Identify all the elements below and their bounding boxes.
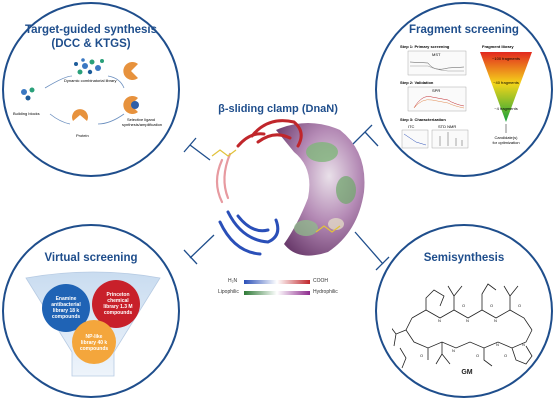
protein-ribbon-pink xyxy=(215,152,232,204)
tgs-library-label: Dynamic combinatorial library xyxy=(64,78,116,83)
vs-np-2: library 40 k xyxy=(81,340,108,346)
fs-illustration: Step 1: Primary screening MST Step 2: Va… xyxy=(400,44,532,149)
vs-princeton-4: compounds xyxy=(104,310,133,316)
protein-ribbon-red xyxy=(236,119,303,148)
fs-step2: Step 2: Validation xyxy=(400,80,434,85)
vs-np-3: compounds xyxy=(80,346,109,352)
vs-enamine-3: library 18 k xyxy=(53,308,80,314)
center-title: β-sliding clamp (DnaN) xyxy=(218,103,338,115)
legend-c-term: COOH xyxy=(313,278,328,284)
vs-np-1: NP-like xyxy=(86,334,103,340)
tgs-selective-label-1: Selective ligand xyxy=(127,117,155,122)
svg-text:O: O xyxy=(490,303,493,308)
fs-few-hits: ~4 fragments xyxy=(494,106,517,111)
protein-pacman-icon xyxy=(72,109,88,121)
svg-text:O: O xyxy=(462,303,465,308)
fs-candidates-2: for optimization xyxy=(492,140,519,145)
vs-enamine-1: Enamine xyxy=(56,296,77,302)
fs-step1: Step 1: Primary screening xyxy=(400,44,450,49)
svg-text:O: O xyxy=(518,303,521,308)
svg-text:N: N xyxy=(466,318,469,323)
gm-label: GM xyxy=(461,369,472,376)
tgs-selective-label-2: synthesis/amplification xyxy=(122,122,162,127)
building-blocks-icon xyxy=(21,87,35,101)
svg-text:N: N xyxy=(438,318,441,323)
fs-itc: ITC xyxy=(408,124,415,129)
legend-lipophilic: Lipophilic xyxy=(218,289,239,295)
fs-frag-library: Fragment library xyxy=(482,44,514,49)
fs-candidates-1: Candidate(s) xyxy=(495,135,519,140)
legend-n-term: H₂N xyxy=(228,278,238,284)
svg-text:N: N xyxy=(452,348,455,353)
vs-princeton-1: Princeton xyxy=(106,292,129,298)
tgs-blocks-label: Building blocks xyxy=(13,111,40,116)
vs-title: Virtual screening xyxy=(44,252,138,264)
ligand-sticks xyxy=(211,149,341,233)
fs-n-hits: ~40 fragments xyxy=(493,80,519,85)
vs-enamine-4: compounds xyxy=(52,314,81,320)
vs-enamine-2: antibacterial xyxy=(51,302,81,308)
pacman-protein-icon xyxy=(123,62,139,114)
fs-mst: MST xyxy=(432,52,441,57)
svg-text:O: O xyxy=(476,353,479,358)
protein-surface xyxy=(276,123,365,256)
tgs-protein-label: Protein xyxy=(76,133,89,138)
legend-hydro-bar xyxy=(244,291,310,295)
gm-structure: N N N N N N O O O O O O GM xyxy=(392,283,533,376)
svg-text:N: N xyxy=(496,342,499,347)
tgs-title-line1: Target-guided synthesis xyxy=(24,24,158,36)
panel-semisynthesis xyxy=(375,224,553,398)
protein-ribbon-blue xyxy=(218,210,280,256)
ss-title: Semisynthesis xyxy=(423,252,505,264)
protein-render xyxy=(211,119,365,256)
fs-title: Fragment screening xyxy=(409,24,519,36)
legend-terminus-bar xyxy=(244,280,310,284)
fs-spr: SPR xyxy=(432,88,440,93)
svg-text:N: N xyxy=(522,342,525,347)
vs-princeton-2: chemical xyxy=(107,298,129,304)
fs-n-fragments: ~100 fragments xyxy=(492,56,520,61)
fs-std-nmr: STD NMR xyxy=(438,124,456,129)
svg-text:O: O xyxy=(420,353,423,358)
svg-text:N: N xyxy=(494,318,497,323)
svg-text:O: O xyxy=(504,353,507,358)
vs-funnel: Enamine antibacterial library 18 k compo… xyxy=(25,271,161,377)
fs-step3: Step 3: Characterization xyxy=(400,117,446,122)
tgs-illustration: Dynamic combinatorial library Building b… xyxy=(13,58,162,138)
vs-princeton-3: library 1.3 M xyxy=(103,304,132,310)
dcl-cluster-icon xyxy=(74,58,104,75)
tgs-title-line2: (DCC & KTGS) xyxy=(51,38,131,50)
legend-hydrophilic: Hydrophilic xyxy=(313,289,338,295)
